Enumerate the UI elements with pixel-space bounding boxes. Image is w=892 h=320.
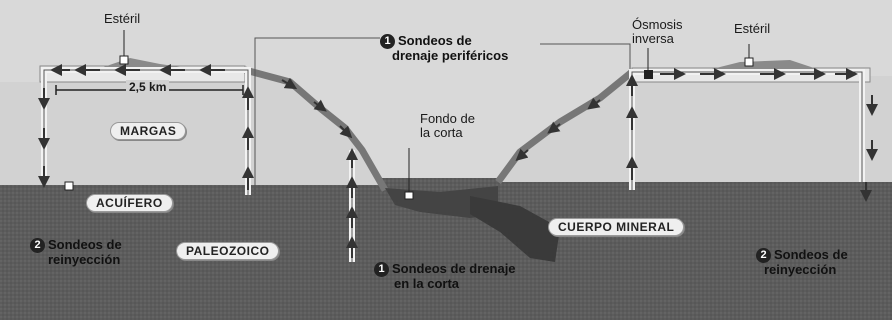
callout-reinyeccion-right-line2: reinyección (764, 262, 837, 278)
callout-number-badge: 1 (380, 34, 395, 50)
scale-label: 2,5 km (126, 80, 170, 94)
esteril-right-label: Estéril (734, 21, 771, 36)
callout-number-badge: 2 (30, 238, 45, 254)
osmosis-label: Ósmosis inversa (632, 18, 683, 46)
callout-perifericos-line1: Sondeos de (398, 33, 472, 48)
callout-reinyeccion-left-line2: reinyección (48, 252, 121, 268)
osmosis-label-line2: inversa (632, 31, 674, 46)
acuifero-marker (64, 181, 74, 191)
margas-right (498, 76, 892, 182)
callout-corta-line2: en la corta (394, 276, 460, 292)
callout-number-badge: 2 (756, 248, 771, 264)
fondo-corta-line2: la corta (420, 125, 463, 140)
callout-perifericos-line2: drenaje periféricos (392, 48, 509, 64)
callout-reinyeccion-left-line1: Sondeos de (48, 237, 122, 252)
esteril-left-label: Estéril (104, 11, 141, 26)
fondo-corta-label: Fondo de la corta (420, 112, 475, 140)
fondo-corta-marker (404, 191, 414, 200)
callout-reinyeccion-right-line1: Sondeos de (774, 247, 848, 262)
osmosis-label-line1: Ósmosis (632, 17, 683, 32)
acuifero-label: ACUÍFERO (86, 194, 173, 212)
callout-number-badge: 1 (374, 262, 389, 278)
callout-corta-line1: Sondeos de drenaje (392, 261, 516, 276)
osmosis-marker (644, 70, 653, 79)
fondo-corta-line1: Fondo de (420, 111, 475, 126)
cuerpo-mineral-shape (470, 196, 560, 262)
margas-label: MARGAS (110, 122, 187, 140)
margas-left (0, 74, 385, 185)
paleozoico-label: PALEOZOICO (176, 242, 280, 260)
cuerpo-mineral-label: CUERPO MINERAL (548, 218, 685, 236)
esteril-right-marker (744, 57, 754, 67)
esteril-left-marker (119, 55, 129, 65)
